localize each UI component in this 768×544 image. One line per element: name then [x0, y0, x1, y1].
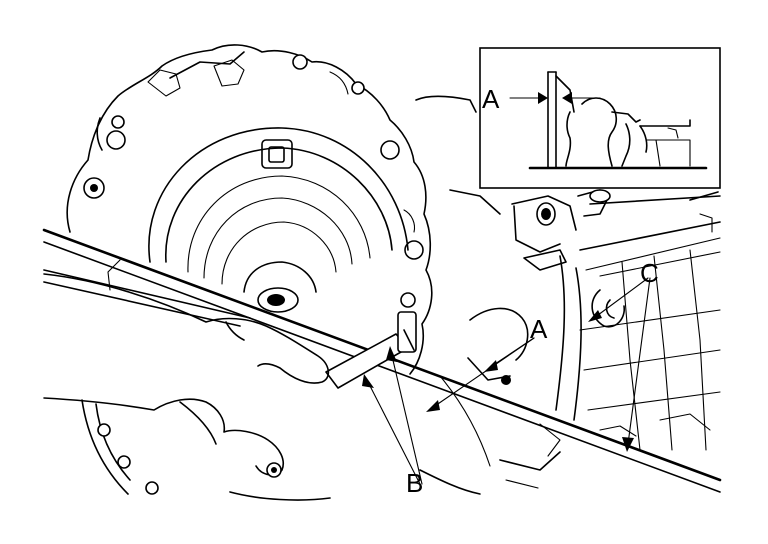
- callout-b-main: B: [406, 468, 423, 498]
- hand-upper: [43, 273, 330, 384]
- transmission-case-right: [415, 95, 721, 457]
- hand-lower: [43, 397, 284, 478]
- leader-lines: [362, 277, 651, 485]
- callout-c-main: C: [640, 258, 659, 288]
- transmission-housing: [66, 44, 433, 375]
- lower-housing: [81, 307, 561, 501]
- measuring-tool: [43, 269, 417, 389]
- torque-converter: [148, 127, 409, 313]
- callout-a-main: A: [530, 314, 548, 344]
- inset-detail: [479, 47, 721, 189]
- callout-a-inset: A: [482, 84, 500, 114]
